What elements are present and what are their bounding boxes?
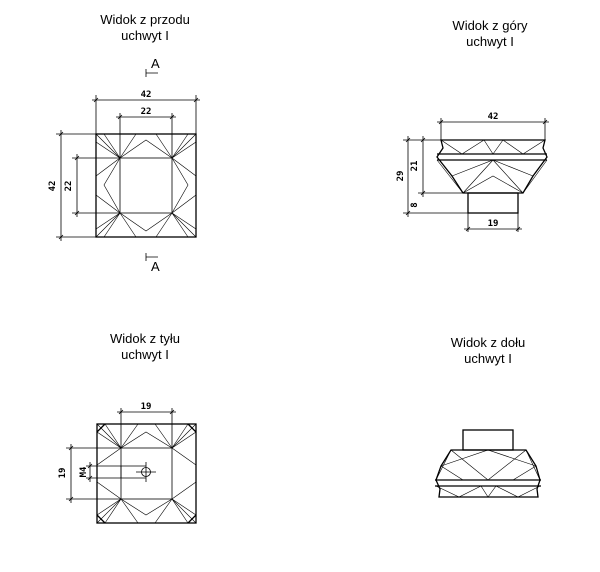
front-height-label: 42 (48, 181, 58, 192)
back-view-subheading: uchwyt I (121, 347, 169, 362)
bottom-view-heading: Widok z dołu (450, 335, 526, 350)
back-view-drawing: 19 19 M4 (58, 402, 197, 524)
back-inner-square (120, 447, 173, 500)
back-vertical-label: 19 (58, 468, 68, 479)
top-view-heading: Widok z góry (452, 18, 528, 33)
back-view-heading: Widok z tyłu (109, 331, 181, 346)
bottom-view-subheading: uchwyt I (464, 351, 512, 366)
top-base-outline (467, 192, 519, 214)
bottom-head-outline (435, 449, 541, 498)
top-base-height-label: 8 (410, 202, 420, 207)
section-label-top: A (151, 56, 160, 71)
front-inner-height-label: 22 (64, 181, 74, 192)
bottom-view-title: Widok z dołu uchwyt I (423, 335, 553, 367)
front-width-label: 42 (141, 90, 152, 100)
back-view-title: Widok z tyłu uchwyt I (80, 331, 210, 363)
back-outer-outline (96, 423, 197, 524)
top-head-outline (436, 139, 548, 194)
top-view-title: Widok z góry uchwyt I (425, 18, 555, 50)
top-width-label: 42 (488, 112, 499, 122)
section-label-bottom: A (151, 259, 160, 274)
front-outer-outline (95, 133, 197, 238)
front-inner-square (119, 157, 173, 214)
top-view-subheading: uchwyt I (466, 34, 514, 49)
bottom-base-outline (462, 429, 514, 451)
top-base-width-label: 19 (488, 219, 499, 229)
front-view-drawing: A A 42 22 42 22 (48, 56, 200, 274)
back-thread-label: M4 (79, 466, 89, 477)
front-view-title: Widok z przodu uchwyt I (80, 12, 210, 44)
back-hole-spacing-label: 19 (141, 402, 152, 412)
front-view-heading: Widok z przodu (100, 12, 190, 27)
top-view-drawing: 42 29 21 8 19 (396, 112, 549, 232)
front-view-subheading: uchwyt I (121, 28, 169, 43)
front-inner-width-label: 22 (141, 107, 152, 117)
top-upper-height-label: 21 (410, 161, 420, 172)
top-total-height-label: 29 (396, 171, 406, 182)
bottom-view-drawing (435, 429, 541, 498)
